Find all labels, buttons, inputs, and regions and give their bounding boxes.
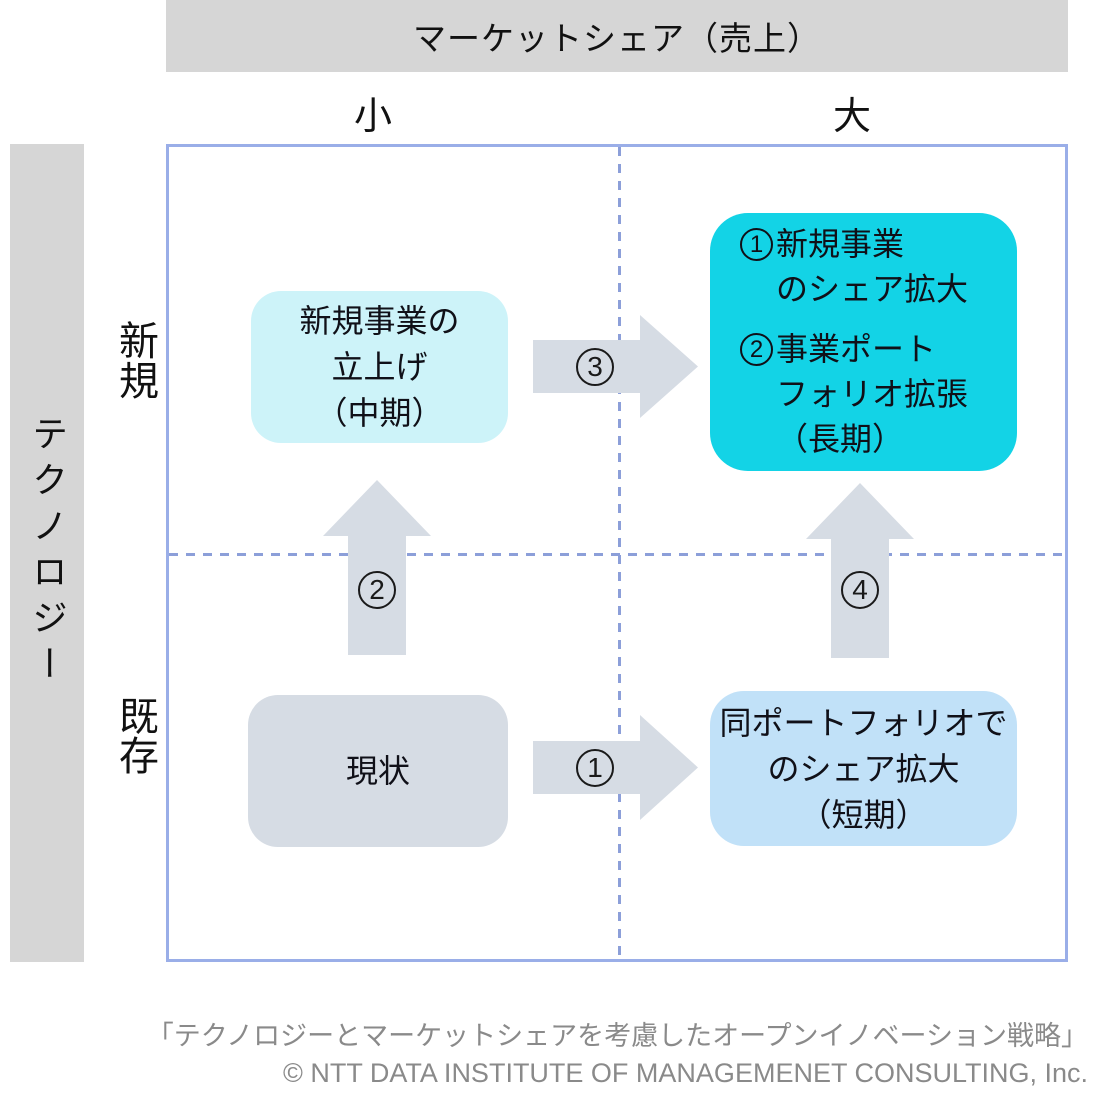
arrow-up-step2: [323, 480, 431, 655]
horizontal-divider-dashed-line: [169, 553, 1065, 556]
arrow-step4-number: 4: [841, 571, 879, 609]
arrow-step3-number: 3: [576, 348, 614, 386]
box-line: （短期）: [799, 796, 928, 833]
box-line: 現状: [345, 753, 410, 789]
box-line: のシェア拡大: [776, 271, 969, 307]
box-line: （長期）: [776, 421, 905, 457]
box-line: （中期）: [315, 395, 444, 431]
box-line: のシェア拡大: [767, 750, 960, 787]
box-line: 事業ポート: [776, 331, 937, 367]
box-line: 新規事業の: [299, 303, 460, 339]
arrow-right-step1: [533, 715, 698, 820]
list-item: 1 新規事業 のシェア拡大: [740, 222, 968, 312]
arrow-step1-number: 1: [576, 749, 614, 787]
quadrant-box-new-tech-small-share: 新規事業の 立上げ （中期）: [251, 291, 508, 443]
y-axis-high-label: 新規: [113, 320, 157, 400]
circled-number-2: 2: [740, 333, 773, 366]
footer-copyright: © NTT DATA INSTITUTE OF MANAGEMENET CONS…: [283, 1058, 1088, 1088]
list-item: 2 事業ポート フォリオ拡張 （長期）: [740, 327, 968, 462]
y-axis-title: テクノロジー: [27, 415, 68, 691]
y-axis-title-bar: テクノロジー: [10, 144, 84, 962]
quadrant-box-new-tech-large-share: 1 新規事業 のシェア拡大 2 事業ポート フォリオ拡張 （長期）: [710, 213, 1017, 471]
box-line: 新規事業: [776, 226, 905, 262]
box-line: 同ポートフォリオで: [719, 704, 1008, 741]
x-axis-title: マーケットシェア（売上）: [413, 20, 821, 57]
circled-number-1: 1: [740, 228, 773, 261]
x-axis-title-bar: マーケットシェア（売上）: [166, 0, 1068, 72]
footer-credit: 「テクノロジーとマーケットシェアを考慮したオープンイノベーション戦略」 © NT…: [147, 1018, 1088, 1092]
footer-source-title: 「テクノロジーとマーケットシェアを考慮したオープンイノベーション戦略」: [146, 1021, 1088, 1051]
box-line: フォリオ拡張: [776, 376, 969, 412]
y-axis-low-label: 既存: [113, 695, 157, 775]
x-axis-low-label: 小: [353, 95, 392, 138]
quadrant-box-current-state: 現状: [248, 695, 508, 847]
quadrant-box-existing-tech-large-share: 同ポートフォリオで のシェア拡大 （短期）: [710, 691, 1017, 846]
arrow-up-step4: [806, 483, 914, 658]
matrix-frame: 1 2 3 4 新規事業の 立上げ （中期） 1 新規事業 のシェア拡大 2 事…: [166, 144, 1068, 962]
arrow-right-step3: [533, 315, 698, 418]
arrow-step2-number: 2: [358, 571, 396, 609]
x-axis-high-label: 大: [832, 95, 871, 138]
box-line: 立上げ: [331, 349, 428, 385]
